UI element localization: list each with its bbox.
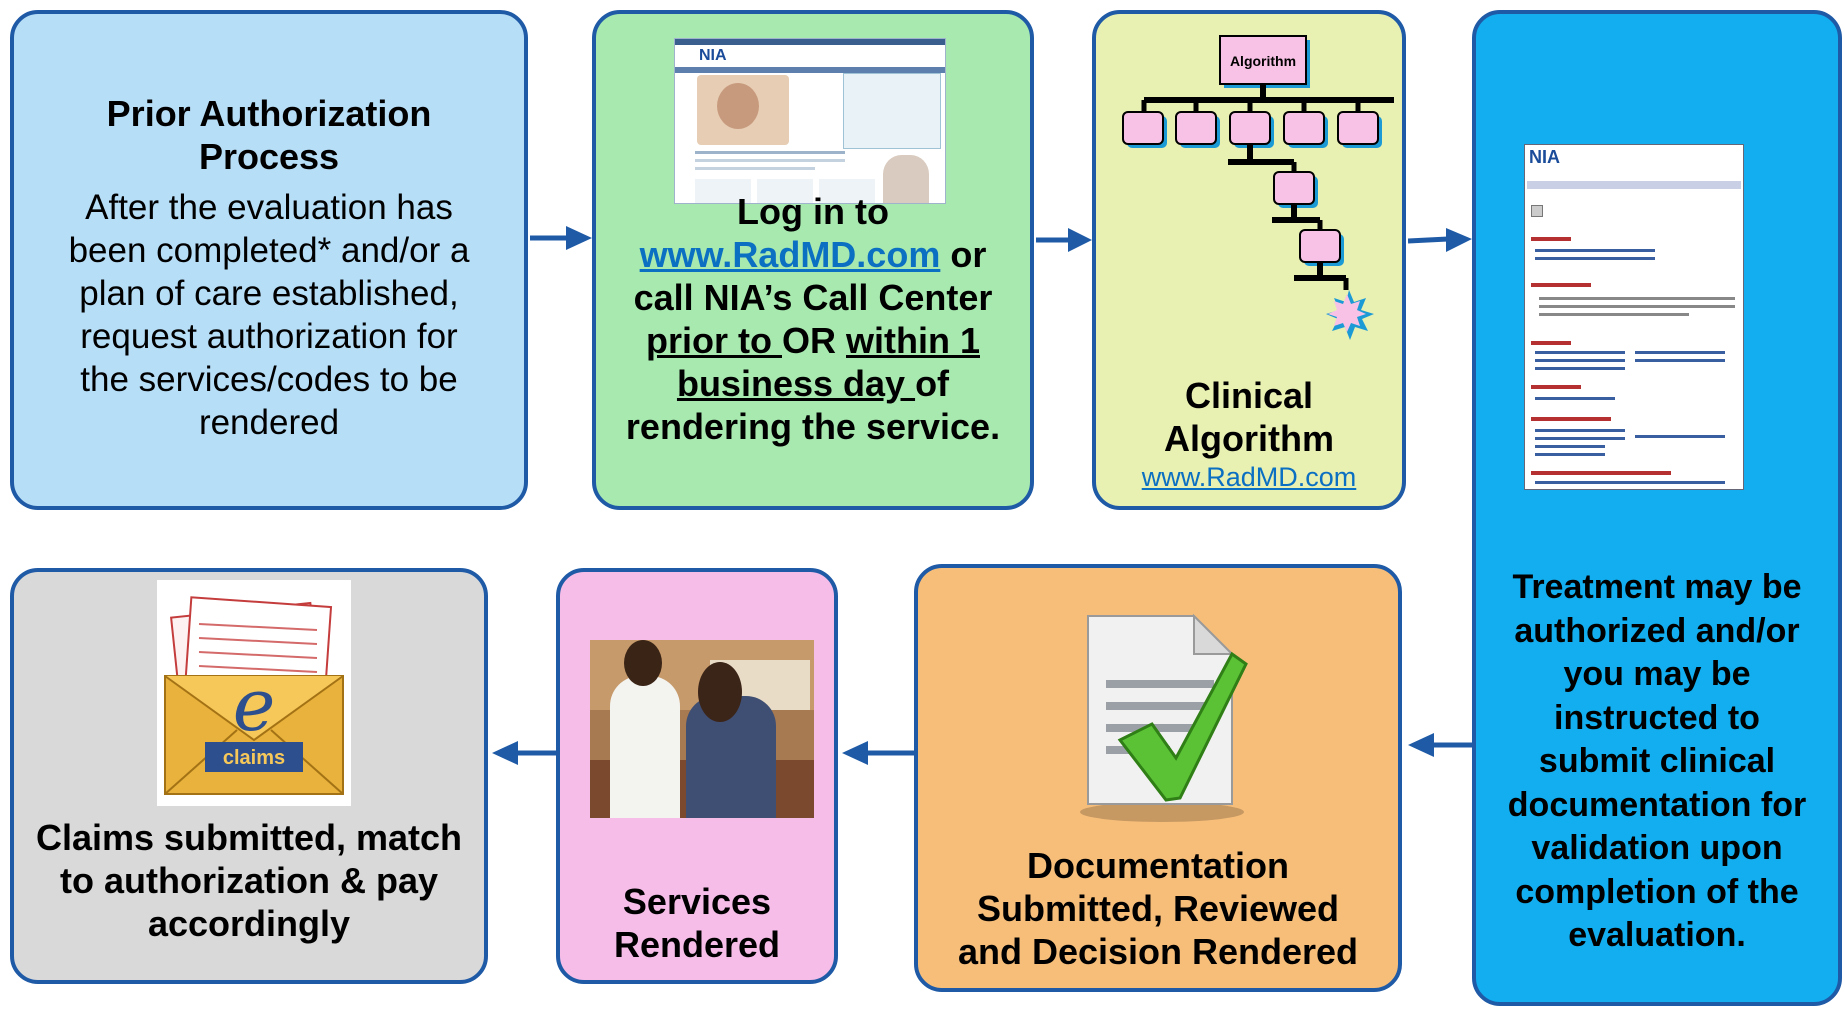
step3-radmd-link[interactable]: www.RadMD.com — [1141, 462, 1357, 492]
step1-body: After the evaluation has been completed*… — [68, 188, 470, 442]
step4-text: Treatment may be authorized and/or you m… — [1507, 568, 1807, 954]
nia-logo-small: NIA — [1529, 147, 1560, 167]
step-clinical-algorithm: Algorithm — [1092, 10, 1406, 510]
radmd-website-screenshot: NIA — [674, 38, 946, 204]
step2-text: Log in to www.RadMD.com or call NIA’s Ca… — [624, 190, 1002, 448]
step7-title: Claims submitted, match to authorization… — [35, 817, 463, 944]
step2-within-1-day: within 1 business day — [676, 320, 980, 404]
e-claims-icon: e claims — [157, 580, 351, 806]
claims-word: claims — [223, 747, 285, 769]
step-documentation-decision: Documentation Submitted, Reviewed and De… — [914, 564, 1402, 992]
arrow-step5-to-step6 — [842, 741, 916, 765]
arrow-step2-to-step3 — [1036, 228, 1092, 252]
arrow-step3-to-step4 — [1408, 228, 1472, 252]
step-treatment-authorized: NIA Treatment may be authorized and/or y… — [1472, 10, 1842, 1006]
step2-mid: or call NIA’s Call Center — [633, 234, 993, 318]
algorithm-label: Algorithm — [1230, 53, 1296, 69]
step-log-in: NIA Log in to www.RadMD.com or call NIA’… — [592, 10, 1034, 510]
arrow-step1-to-step2 — [530, 226, 592, 250]
step-services-rendered: Services Rendered — [556, 568, 838, 984]
arrow-step6-to-step7 — [492, 741, 558, 765]
algorithm-tree-graphic: Algorithm — [1122, 35, 1394, 340]
step-claims-submitted: e claims Claims submitted, match to auth… — [10, 568, 488, 984]
authorization-status-screenshot: NIA — [1524, 144, 1744, 490]
arrow-step4-to-step5 — [1408, 733, 1474, 757]
clinicians-photo — [590, 640, 814, 818]
radmd-link[interactable]: www.RadMD.com — [639, 234, 941, 275]
step6-title: Services Rendered — [613, 881, 781, 965]
e-letter: e — [233, 663, 276, 747]
step5-title: Documentation Submitted, Reviewed and De… — [957, 845, 1359, 972]
step1-title: Prior Authorization Process — [106, 93, 432, 177]
step-prior-authorization: Prior Authorization Process After the ev… — [10, 10, 528, 510]
step2-or: OR — [781, 320, 846, 361]
step2-prior-to: prior to — [646, 320, 782, 361]
approved-document-icon — [1080, 613, 1248, 822]
step3-title: Clinical Algorithm — [1164, 375, 1334, 459]
step2-suffix: of rendering the service. — [625, 363, 1001, 447]
step2-prefix: Log in to — [737, 191, 889, 232]
nia-logo: NIA — [699, 47, 727, 64]
